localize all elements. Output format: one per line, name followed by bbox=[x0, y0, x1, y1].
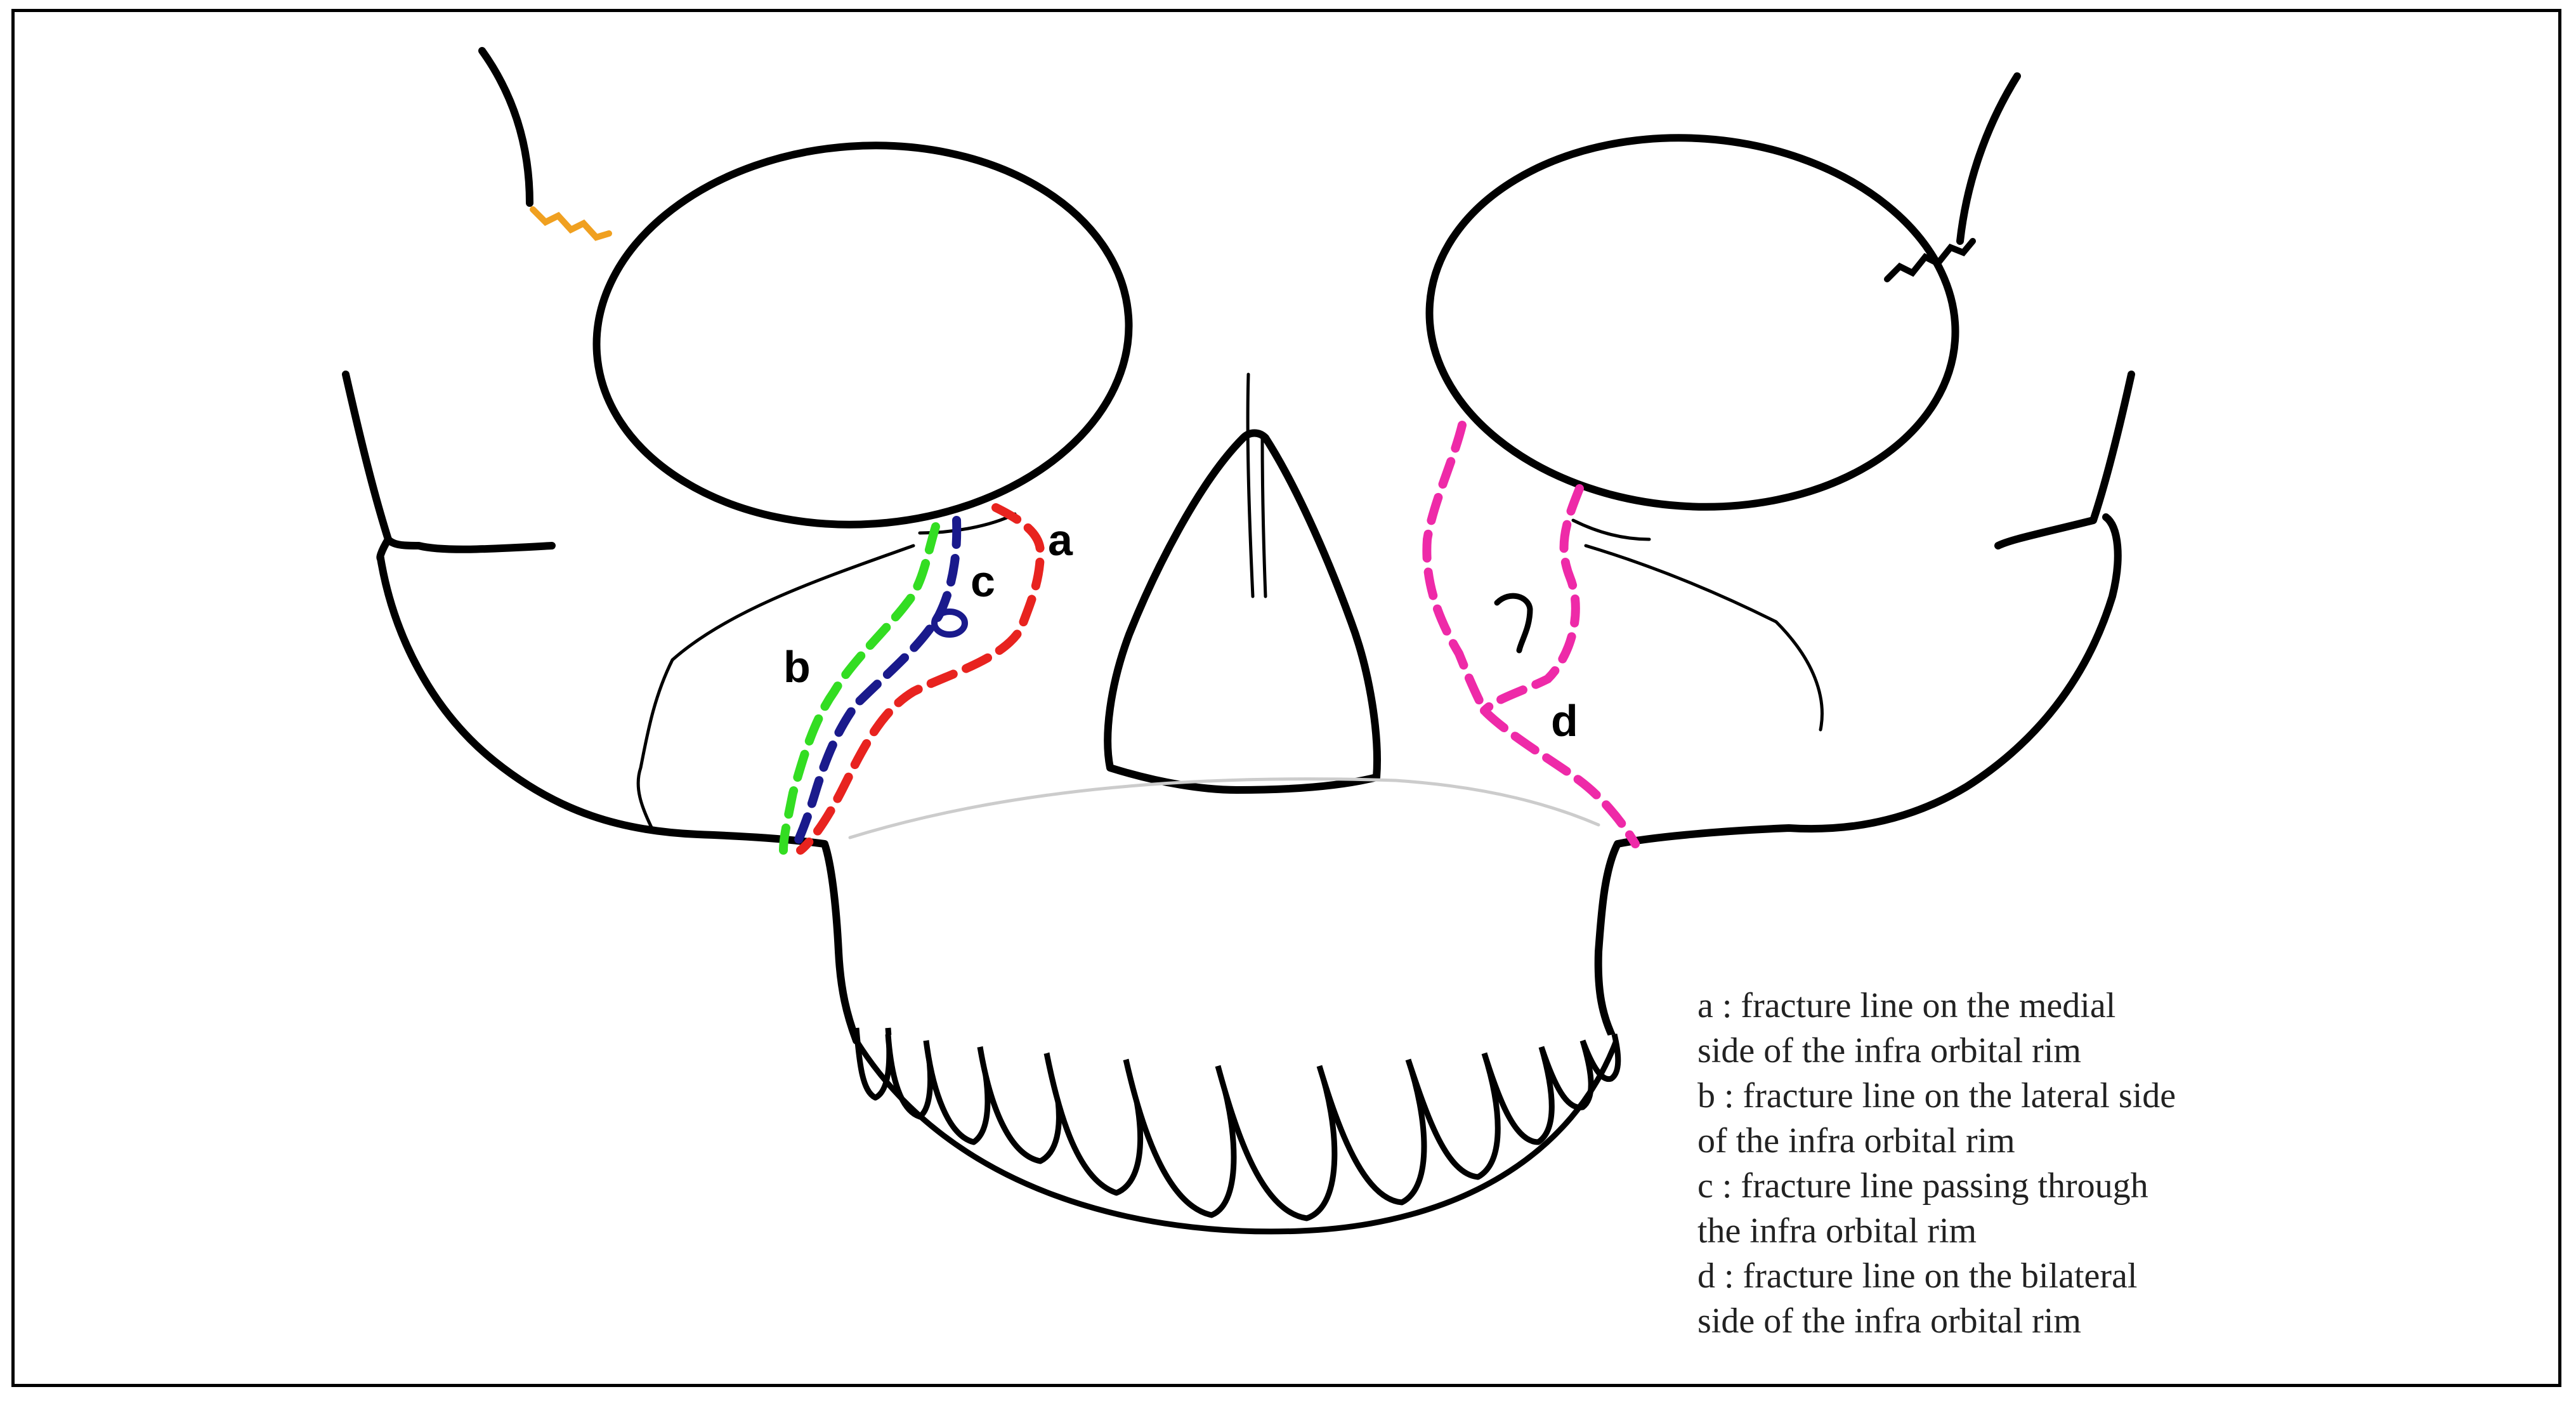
tooth bbox=[1316, 1058, 1427, 1206]
legend-line: the infra orbital rim bbox=[1697, 1211, 1977, 1251]
left-zygomatic-outline bbox=[376, 536, 392, 562]
right-orbit-floor bbox=[1571, 518, 1651, 541]
maxilla-outline bbox=[835, 948, 1618, 1044]
left-cheek-contour bbox=[636, 544, 915, 833]
left-orbit bbox=[592, 141, 1133, 529]
legend-line: of the infra orbital rim bbox=[1697, 1121, 2015, 1161]
legend-line: b : fracture line on the lateral side bbox=[1697, 1076, 2176, 1115]
nasal-septum bbox=[1246, 372, 1267, 598]
right-orbit bbox=[1425, 134, 1959, 511]
legend-line: d : fracture line on the bilateral bbox=[1697, 1256, 2138, 1296]
legend-line: side of the infra orbital rim bbox=[1697, 1031, 2081, 1070]
right-skull-outline bbox=[1595, 72, 2135, 956]
label-d: d bbox=[1551, 696, 1578, 746]
tooth bbox=[1405, 1052, 1501, 1180]
fracture-line-b bbox=[779, 522, 940, 855]
black-fracture-mark bbox=[1884, 238, 1976, 282]
left-skull-outline bbox=[342, 47, 842, 956]
label-c: c bbox=[971, 556, 995, 606]
label-a: a bbox=[1048, 515, 1073, 565]
tooth bbox=[1481, 1046, 1555, 1145]
fracture-line-d bbox=[1422, 421, 1640, 848]
teeth-row bbox=[853, 1027, 1621, 1235]
nasal-aperture bbox=[1104, 429, 1381, 794]
tooth bbox=[1579, 1033, 1621, 1082]
legend-line: a : fracture line on the medial bbox=[1697, 986, 2116, 1025]
jaw-base bbox=[854, 1039, 1619, 1235]
tooth bbox=[1215, 1065, 1338, 1221]
legend-line: c : fracture line passing through bbox=[1697, 1166, 2148, 1206]
legend: a : fracture line on the medial side of … bbox=[1697, 983, 2370, 1344]
fracture-line-a bbox=[796, 503, 1045, 855]
right-cheek-contour bbox=[1584, 544, 1824, 732]
orange-fracture-mark bbox=[530, 206, 612, 241]
label-b: b bbox=[783, 642, 811, 692]
tooth bbox=[1123, 1059, 1237, 1218]
hook-mark bbox=[1494, 593, 1533, 654]
small-circle-mark bbox=[931, 608, 968, 638]
fracture-line-c bbox=[790, 516, 962, 855]
faint-upper-lip bbox=[848, 777, 1600, 839]
legend-line: side of the infra orbital rim bbox=[1697, 1301, 2081, 1341]
